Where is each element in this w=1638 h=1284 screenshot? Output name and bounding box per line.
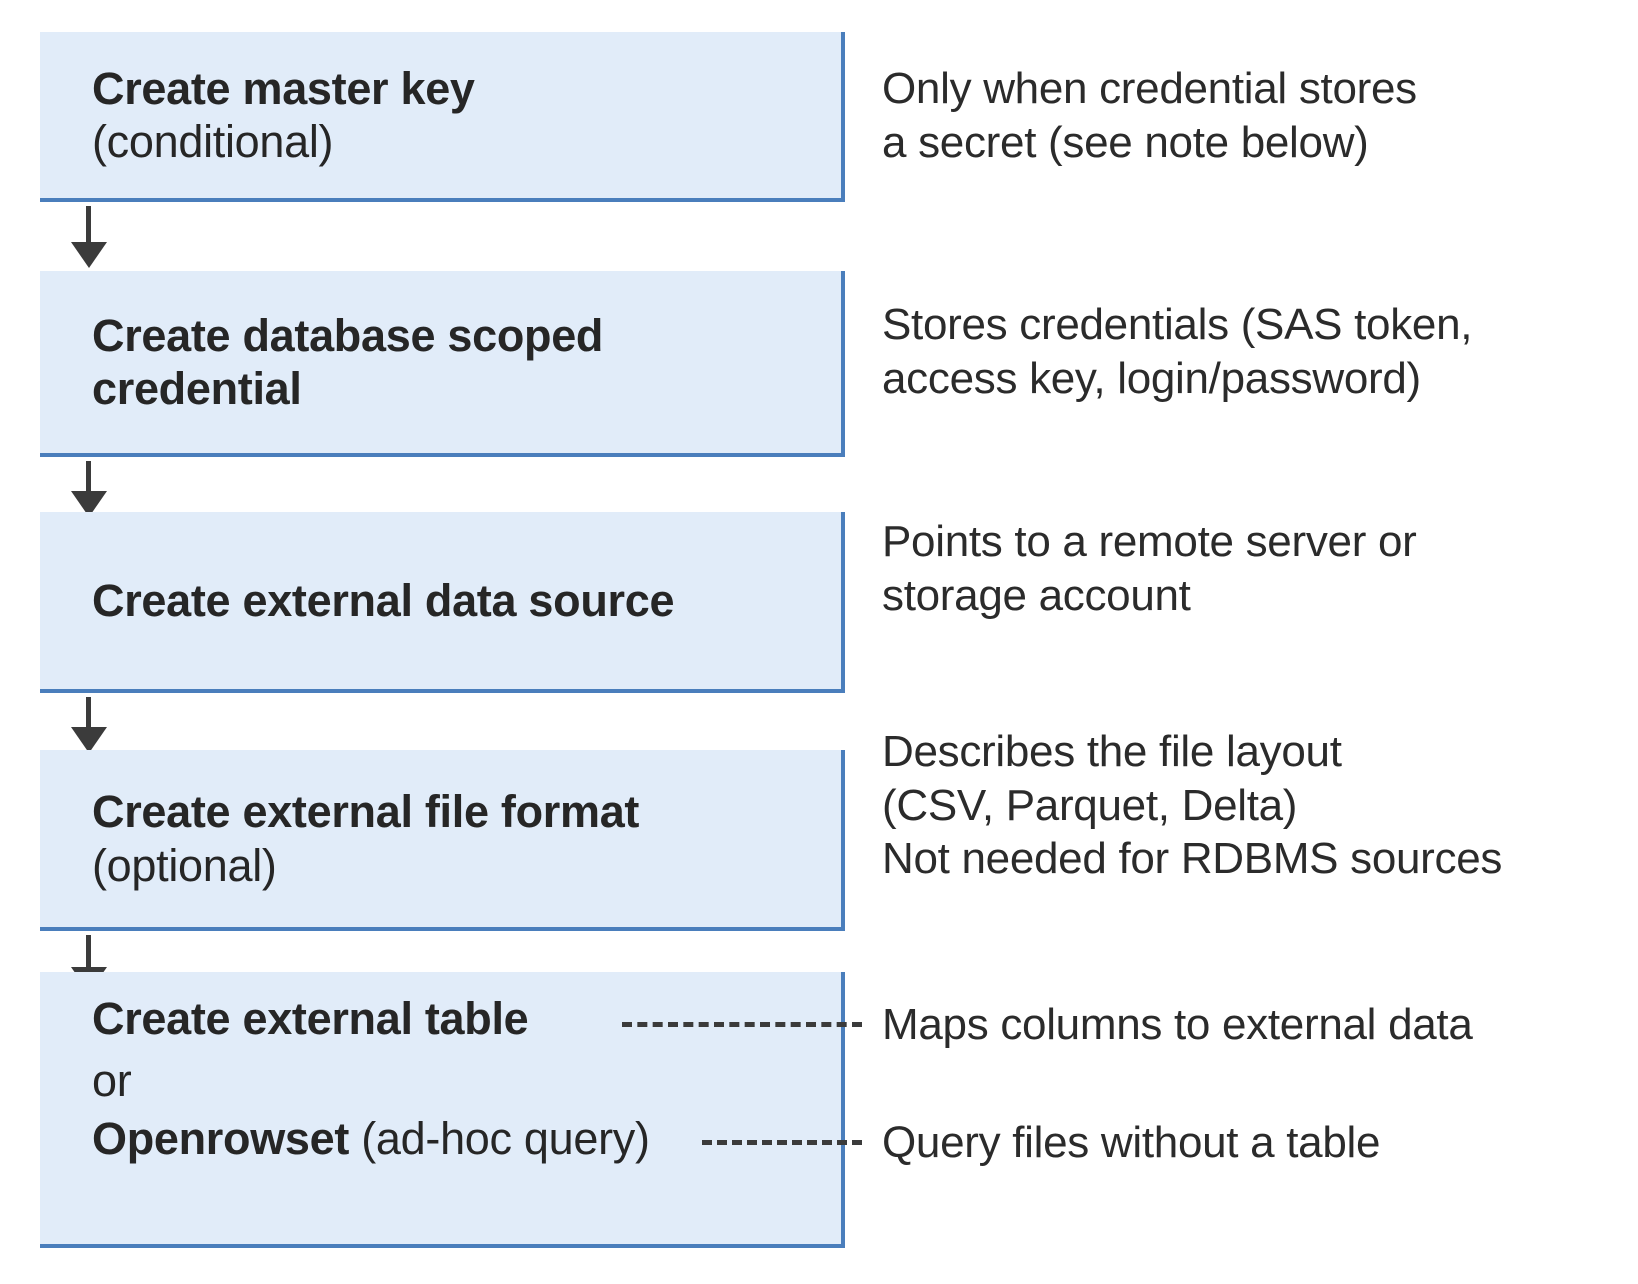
step-subtitle-create-master-key: (conditional)	[92, 116, 334, 167]
step-box-create-master-key[interactable]: Create master key (conditional)	[40, 32, 845, 202]
final-step-create-external-table-label: Create external table	[92, 993, 529, 1044]
step-box-create-database-scoped-credential[interactable]: Create database scoped credential	[40, 271, 845, 457]
step-title-create-external-file-format: Create external file format	[92, 786, 640, 838]
dashed-connector-openrowset	[702, 1140, 862, 1145]
step-title-create-master-key: Create master key	[92, 62, 475, 114]
final-step-openrowset-qualifier: (ad-hoc query)	[361, 1113, 650, 1164]
note-create-external-file-format: Describes the file layout (CSV, Parquet,…	[882, 727, 1503, 884]
dashed-connector-external-table	[622, 1022, 862, 1027]
note-create-external-data-source: Points to a remote server or storage acc…	[882, 517, 1417, 620]
step-box-create-external-table-or-openrowset[interactable]: Create external table or Openrowset (ad-…	[40, 972, 845, 1248]
final-step-line-openrowset: Openrowset (ad-hoc query)	[40, 1112, 650, 1165]
step-subtitle-create-external-file-format: (optional)	[92, 839, 277, 891]
step-box-create-external-file-format[interactable]: Create external file format (optional)	[40, 750, 845, 931]
note-create-external-table: Maps columns to external data	[882, 1000, 1473, 1049]
final-step-or-label: or	[92, 1055, 132, 1106]
step-title-create-external-data-source: Create external data source	[92, 574, 675, 626]
note-create-database-scoped-credential: Stores credentials (SAS token, access ke…	[882, 300, 1473, 403]
note-openrowset: Query files without a table	[882, 1118, 1381, 1167]
step-box-create-external-data-source[interactable]: Create external data source	[40, 512, 845, 693]
final-step-openrowset-label: Openrowset	[92, 1113, 350, 1164]
note-create-master-key: Only when credential stores a secret (se…	[882, 64, 1417, 167]
step-title-create-database-scoped-credential: Create database scoped credential	[92, 309, 604, 414]
final-step-line-create-external-table: Create external table	[40, 992, 529, 1045]
